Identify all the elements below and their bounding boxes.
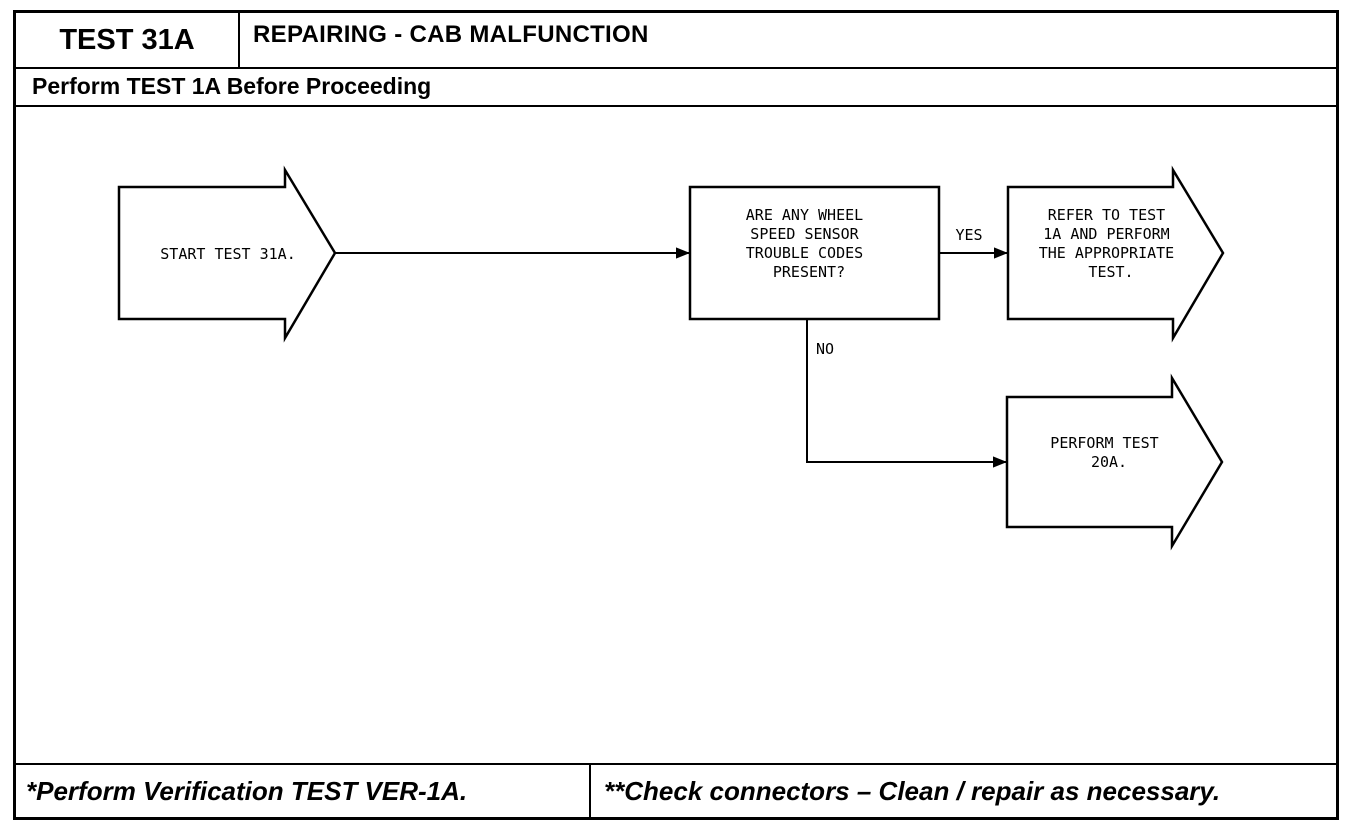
no-result-label: PERFORM TEST 20A.	[1050, 434, 1167, 471]
connector-note: **Check connectors – Clean / repair as n…	[604, 776, 1221, 806]
no-result-node: PERFORM TEST 20A.	[1005, 373, 1224, 551]
connector-no	[806, 319, 1007, 468]
start-node: START TEST 31A.	[117, 165, 337, 343]
yes-label: YES	[955, 226, 982, 244]
start-node-label: START TEST 31A.	[160, 245, 295, 263]
verification-note: *Perform Verification TEST VER-1A.	[16, 765, 591, 817]
prerequisite-row: Perform TEST 1A Before Proceeding	[16, 69, 1336, 107]
prerequisite-note: Perform TEST 1A Before Proceeding	[32, 73, 432, 99]
no-label: NO	[816, 340, 834, 358]
yes-result-label: REFER TO TEST 1A AND PERFORM THE APPROPR…	[1039, 206, 1184, 281]
test-id: TEST 31A	[16, 13, 240, 67]
header-row: TEST 31A REPAIRING - CAB MALFUNCTION	[16, 13, 1336, 69]
yes-result-node: REFER TO TEST 1A AND PERFORM THE APPROPR…	[1006, 165, 1225, 343]
footer-row: *Perform Verification TEST VER-1A. **Che…	[16, 763, 1336, 817]
decision-node-label: ARE ANY WHEEL SPEED SENSOR TROUBLE CODES…	[746, 206, 872, 281]
test-title: REPAIRING - CAB MALFUNCTION	[253, 21, 649, 48]
diagnostic-test-sheet: TEST 31A REPAIRING - CAB MALFUNCTION Per…	[13, 10, 1339, 820]
decision-node: ARE ANY WHEEL SPEED SENSOR TROUBLE CODES…	[688, 185, 941, 321]
